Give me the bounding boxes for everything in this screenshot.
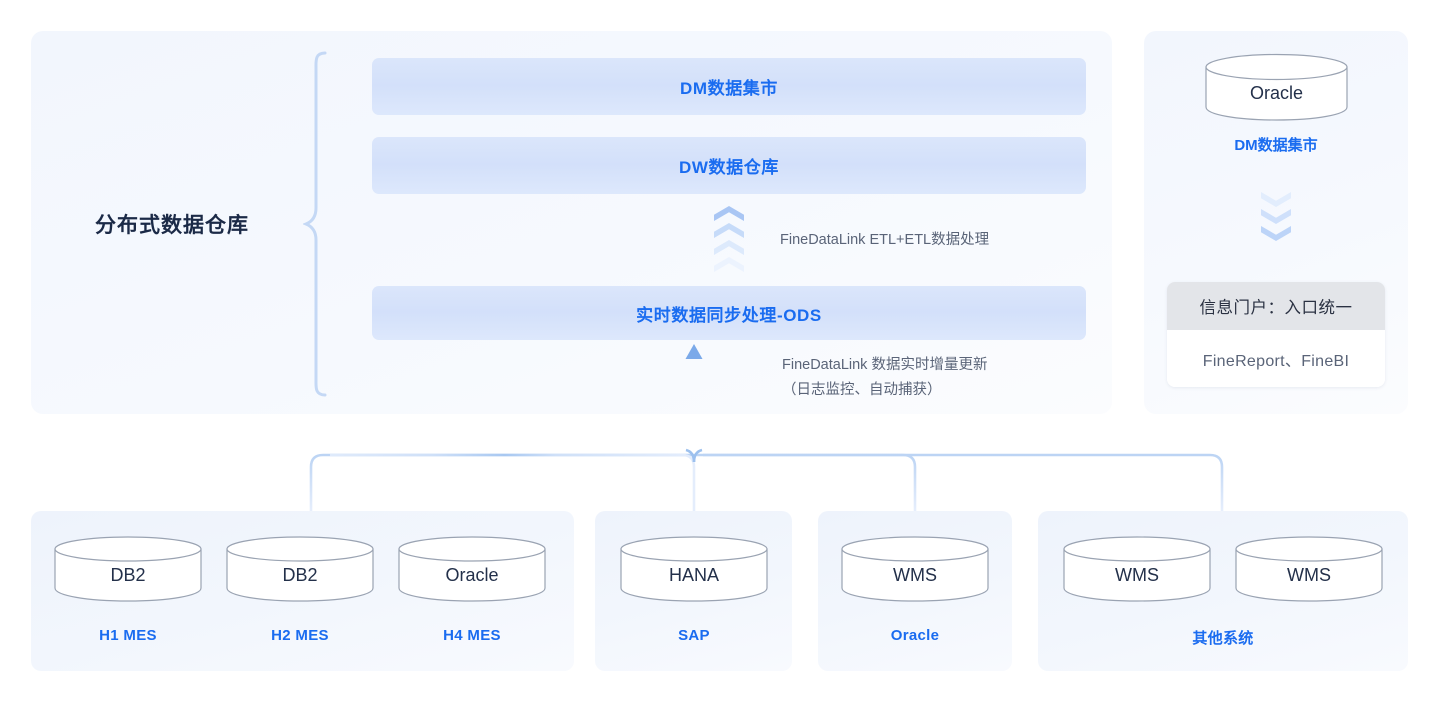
database-label: WMS [1115,565,1159,585]
chevron-down-stack-icon [1261,192,1291,254]
database-cylinder-icon [1205,53,1348,121]
source-connector-tree [309,344,1224,511]
database-label: Oracle [445,565,499,585]
system-label-sap: SAP [678,627,710,644]
database-cylinder-icon [398,536,546,602]
layer-bar-ods-label: 实时数据同步处理-ODS [636,305,822,325]
database-cylinder-icon [54,536,202,602]
layer-bar-dm-label: DM数据集市 [679,79,779,98]
sync-caption-line1: FineDataLink 数据实时增量更新 [782,357,988,373]
chevron-up-icon [714,206,744,221]
layer-bar-dw-label: DW数据仓库 [679,158,779,177]
database-cylinder-icon [1063,536,1211,602]
system-label-other: 其他系统 [1192,630,1254,647]
chevron-up-icon [714,223,744,238]
system-label-oracle: Oracle [890,627,940,644]
database-cylinder-icon [620,536,768,602]
database-cylinder-icon [226,536,374,602]
layer-bar-dw[interactable]: DW数据仓库 [372,137,1086,194]
system-label-h4-mes: H4 MES [443,627,501,644]
information-portal-card[interactable]: 信息门户：入口统一 FineReport、FineBI [1167,282,1385,387]
bi-database-label: Oracle [1249,83,1303,103]
database-label: HANA [668,565,719,585]
database-label: WMS [893,565,937,585]
database-label: DB2 [110,565,146,585]
layer-bar-ods[interactable]: 实时数据同步处理-ODS [372,286,1086,340]
bi-database-caption: DM数据集市 [1234,137,1318,154]
chevron-up-icon [714,257,744,272]
chevron-down-icon [1261,209,1291,224]
database-label: DB2 [282,565,318,585]
layer-bar-dm[interactable]: DM数据集市 [372,58,1086,115]
system-label-h1-mes: H1 MES [99,627,157,644]
database-cylinder-icon [841,536,989,602]
chevron-down-icon [1261,226,1291,241]
chevron-up-stack-icon [714,206,744,268]
portal-title: 信息门户：入口统一 [1167,282,1385,330]
database-cylinder-icon [1235,536,1383,602]
page-title: 分布式数据仓库 [95,214,249,237]
system-label-h2-mes: H2 MES [271,627,329,644]
curly-brace-icon [303,51,327,397]
database-label: WMS [1287,565,1331,585]
sync-caption: FineDataLink 数据实时增量更新 （日志监控、自动捕获） [782,353,987,403]
etl-caption: FineDataLink ETL+ETL数据处理 [780,232,990,248]
chevron-up-icon [714,240,744,255]
sync-caption-line2: （日志监控、自动捕获） [782,382,942,398]
chevron-down-icon [1261,192,1291,207]
portal-tools: FineReport、FineBI [1167,330,1385,387]
